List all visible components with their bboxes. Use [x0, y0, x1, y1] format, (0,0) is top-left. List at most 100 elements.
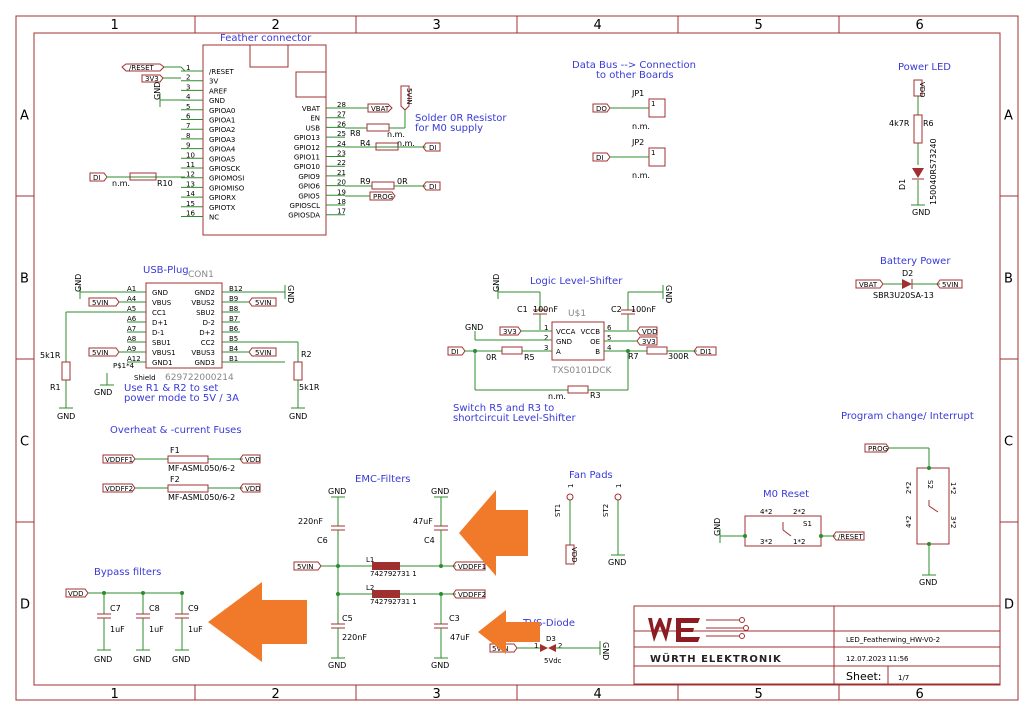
feather-pin-name: GPIOA0	[209, 107, 235, 115]
svg-text:VDD: VDD	[918, 82, 926, 98]
c6-value: 220nF	[298, 517, 323, 526]
net-di-flag-feather: DI	[89, 172, 108, 182]
feather-pin-name: GPIORX	[209, 194, 236, 202]
net-prog-flag: PROG	[369, 191, 396, 201]
net-di-flag-r9: DI	[422, 181, 441, 191]
s2-label: S2	[926, 480, 934, 489]
jp2-value: n.m.	[632, 171, 650, 180]
l2-body	[372, 590, 400, 598]
net-do-flag: DO	[592, 103, 611, 113]
feather-title: Feather connector	[220, 33, 312, 44]
st1-pad	[566, 493, 574, 501]
svg-text:VDDFF2: VDDFF2	[458, 591, 486, 599]
svg-text:3V3: 3V3	[145, 75, 159, 83]
col-label-bottom: 5	[755, 687, 763, 702]
svg-text:GND: GND	[492, 274, 501, 292]
svg-text:5VIN: 5VIN	[92, 299, 109, 307]
usb-pin-name: GND1	[152, 359, 173, 367]
feather-pin-num: 8	[186, 132, 190, 140]
l1-label: L1	[366, 556, 374, 564]
net-vddff1-flag-fuse: VDDFF1	[102, 454, 136, 464]
f1-part: MF-ASML050/6-2	[168, 464, 235, 473]
feather-pin-name: GPIOSCK	[209, 165, 241, 173]
c1-label: C1	[517, 305, 528, 314]
feather-pin-name: GPIOA2	[209, 126, 235, 134]
bypass-cap-value: 1uF	[110, 625, 125, 634]
svg-text:5VIN: 5VIN	[92, 349, 109, 357]
r2-value: 5k1R	[299, 383, 320, 392]
bypass-cap-label: C7	[110, 604, 121, 613]
net-vdd-flag-f2: VDD	[239, 483, 261, 493]
level-pin-num: 3	[544, 344, 548, 352]
plot-date: 12.07.2023 11:56	[846, 655, 909, 663]
r8-body	[366, 123, 390, 132]
svg-text:1: 1	[567, 484, 575, 488]
svg-text:5VIN: 5VIN	[255, 299, 272, 307]
svg-text:GND: GND	[912, 208, 930, 217]
sheet-value: 1/7	[898, 674, 909, 682]
feather-pin-num: 24	[337, 140, 346, 148]
col-label-bottom: 6	[916, 687, 924, 702]
net-vdd-flag-led: VDD	[913, 79, 926, 98]
level-pin-name: VCCB	[581, 328, 601, 336]
svg-text:DI: DI	[429, 144, 436, 152]
r1-body	[61, 361, 71, 381]
usb-pin-name: CC1	[152, 309, 166, 317]
usb-pin-name: VBUS2	[191, 299, 215, 307]
r4-value: n.m.	[397, 139, 415, 148]
s2-body	[916, 467, 950, 545]
svg-text:GND: GND	[431, 487, 449, 496]
svg-text:VDD: VDD	[570, 547, 578, 563]
usb-pin-name: SBU2	[196, 309, 215, 317]
emc-title: EMC-Filters	[355, 474, 411, 485]
feather-pin-num: 13	[186, 180, 195, 188]
battery-section: Battery Power D2 VBAT 5VIN SBR3U20SA-13	[855, 256, 963, 300]
r3-body	[567, 385, 589, 394]
bypass-gnd: GND	[94, 655, 112, 664]
svg-text:GND: GND	[465, 323, 483, 332]
svg-text:2: 2	[558, 642, 562, 650]
l2-part: 742792731 1	[370, 598, 417, 606]
usb-pin-name: GND2	[194, 289, 215, 297]
d2-part: SBR3U20SA-13	[873, 291, 934, 300]
jp2-label: JP2	[631, 138, 644, 147]
feather-gnd: GND	[153, 82, 185, 107]
svg-text:PROG: PROG	[373, 193, 393, 201]
usb-pin-name: VBUS1	[152, 349, 176, 357]
bypass-section: Bypass filters VDD C71uFGNDC81uFGNDC91uF…	[65, 567, 203, 664]
svg-text:4*2: 4*2	[760, 508, 772, 516]
usb-pin-num: B1	[229, 355, 238, 363]
feather-pin-num: 17	[337, 208, 346, 216]
svg-text:GND: GND	[289, 412, 307, 421]
c2-label: C2	[611, 305, 622, 314]
feather-pin-num: 7	[186, 122, 190, 130]
solder-note-2: for M0 supply	[415, 123, 483, 134]
col-label-top: 2	[272, 18, 280, 33]
level-pin-num: 1	[544, 324, 548, 332]
f2-body	[167, 484, 209, 493]
svg-text:GND: GND	[328, 487, 346, 496]
svg-text:VDD: VDD	[642, 328, 658, 336]
feather-pin-name: GPIOMISO	[209, 184, 245, 192]
r7-value: 300R	[668, 352, 689, 361]
net-vdd-flag-bypass: VDD	[65, 588, 89, 598]
usb-pin-name: GND3	[194, 359, 215, 367]
feather-pin-num: 23	[337, 150, 346, 158]
program-title: Program change/ Interrupt	[841, 411, 974, 422]
level-pin-name: OE	[590, 338, 600, 346]
usb-pin-name: CC2	[201, 339, 215, 347]
databus-title-2: to other Boards	[596, 70, 674, 81]
usb-pin-num: A9	[127, 345, 136, 353]
feather-pin-name: AREF	[209, 87, 227, 95]
bypass-title: Bypass filters	[94, 567, 161, 578]
svg-text:VDD: VDD	[245, 456, 261, 464]
d3-part: 5Vdc	[544, 657, 562, 665]
c1-value: 100nF	[533, 305, 558, 314]
usb-pin-num: A5	[127, 305, 136, 313]
net-5vin-vertical: 5VIN	[400, 85, 413, 111]
level-title: Logic Level-Shifter	[530, 276, 623, 287]
net-5vin-flag-batt: 5VIN	[936, 279, 963, 289]
